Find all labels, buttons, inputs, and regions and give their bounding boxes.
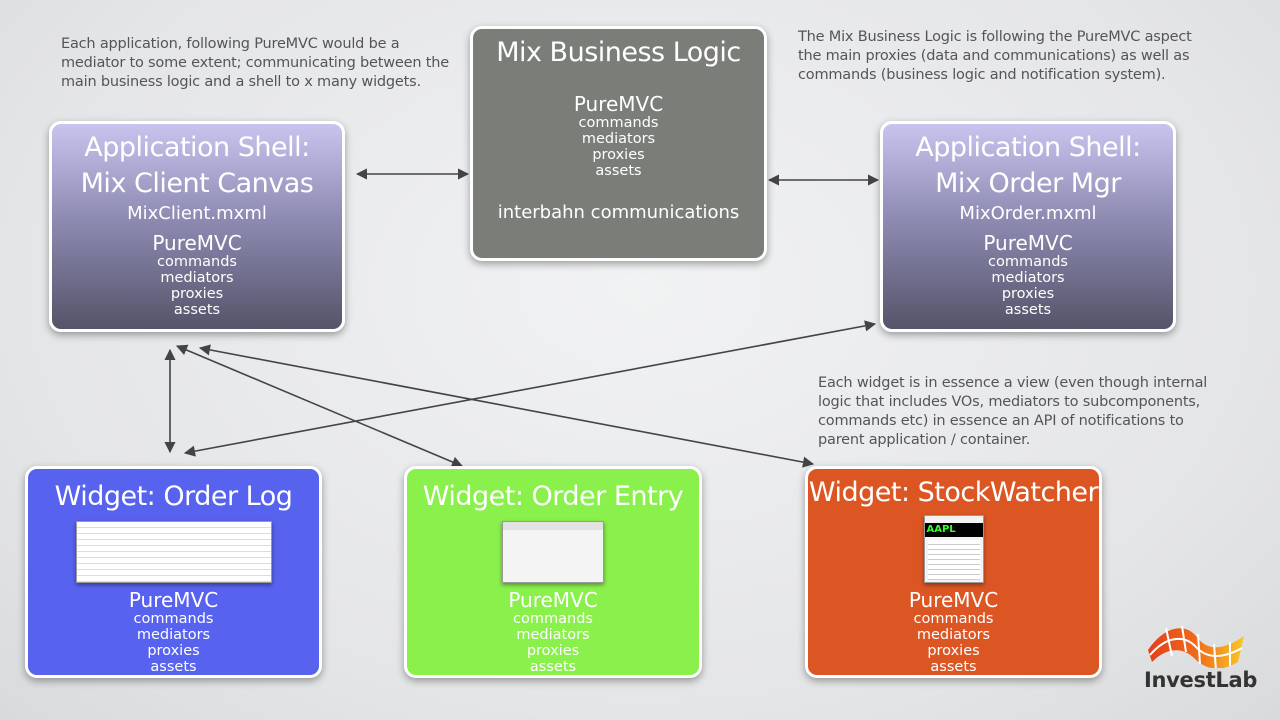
- item-assets: assets: [150, 659, 197, 675]
- note-applications: Each application, following PureMVC woul…: [61, 36, 449, 90]
- widget-order-entry-box: Widget: Order Entry PureMVC commands med…: [404, 466, 702, 678]
- ticker-symbol: AAPL: [924, 523, 983, 537]
- shell-name: Mix Client Canvas: [80, 168, 314, 199]
- item-mediators: mediators: [136, 627, 211, 643]
- shell-name: Mix Order Mgr: [935, 168, 1121, 199]
- arrow-right-shell-to-order-log: [183, 320, 877, 457]
- widget-title: Widget: StockWatcher: [808, 477, 1099, 508]
- arrow-left-shell-to-order-entry: [175, 344, 464, 468]
- shell-file: MixClient.mxml: [127, 203, 267, 224]
- framework-label: PureMVC: [573, 92, 664, 116]
- investlab-logo: InvestLab: [1140, 622, 1270, 702]
- widget-title: Widget: Order Log: [54, 481, 293, 512]
- item-mediators: mediators: [516, 627, 590, 643]
- item-proxies: proxies: [147, 643, 200, 659]
- framework-label: PureMVC: [128, 588, 219, 612]
- item-mediators: mediators: [991, 270, 1065, 286]
- item-proxies: proxies: [1001, 286, 1055, 302]
- shell-file: MixOrder.mxml: [959, 203, 1097, 224]
- item-assets: assets: [173, 302, 221, 318]
- right-shell-box: Application Shell: Mix Order Mgr MixOrde…: [880, 121, 1176, 332]
- item-proxies: proxies: [927, 643, 980, 659]
- order-entry-thumbnail: [502, 521, 604, 583]
- note-business-logic: The Mix Business Logic is following the …: [798, 29, 1192, 83]
- business-logic-footer: interbahn communications: [497, 202, 740, 223]
- item-assets: assets: [1004, 302, 1052, 318]
- item-commands: commands: [988, 254, 1068, 270]
- item-assets: assets: [930, 659, 977, 675]
- widget-order-log-box: Widget: Order Log PureMVC commands media…: [25, 466, 322, 678]
- item-mediators: mediators: [160, 270, 234, 286]
- shell-title: Application Shell:: [84, 132, 310, 163]
- business-logic-box: Mix Business Logic PureMVC commands medi…: [470, 26, 767, 261]
- note-widgets: Each widget is in essence a view (even t…: [818, 375, 1208, 448]
- business-logic-title: Mix Business Logic: [496, 37, 741, 68]
- item-proxies: proxies: [526, 643, 580, 659]
- framework-label: PureMVC: [908, 588, 999, 612]
- item-proxies: proxies: [170, 286, 224, 302]
- framework-label: PureMVC: [508, 588, 598, 612]
- quote-table: [927, 540, 980, 580]
- item-mediators: mediators: [916, 627, 991, 643]
- widget-title: Widget: Order Entry: [422, 481, 684, 512]
- item-commands: commands: [578, 115, 659, 131]
- left-shell-box: Application Shell: Mix Client Canvas Mix…: [49, 121, 345, 332]
- logo-wave-icon: [1148, 625, 1244, 668]
- item-assets: assets: [529, 659, 577, 675]
- framework-label: PureMVC: [152, 231, 242, 255]
- stockwatcher-thumbnail: AAPL: [923, 515, 984, 583]
- item-commands: commands: [157, 254, 237, 270]
- item-assets: assets: [595, 163, 642, 179]
- logo-text: InvestLab: [1144, 668, 1258, 692]
- widget-stockwatcher-box: Widget: StockWatcher AAPL PureMVC comman…: [805, 466, 1102, 678]
- item-commands: commands: [513, 611, 593, 627]
- order-log-thumbnail: [75, 521, 272, 583]
- shell-title: Application Shell:: [915, 132, 1141, 163]
- item-mediators: mediators: [581, 131, 656, 147]
- arrow-left-shell-to-stockwatcher: [198, 344, 815, 468]
- item-commands: commands: [913, 611, 994, 627]
- framework-label: PureMVC: [983, 231, 1073, 255]
- item-commands: commands: [133, 611, 214, 627]
- item-proxies: proxies: [592, 147, 645, 163]
